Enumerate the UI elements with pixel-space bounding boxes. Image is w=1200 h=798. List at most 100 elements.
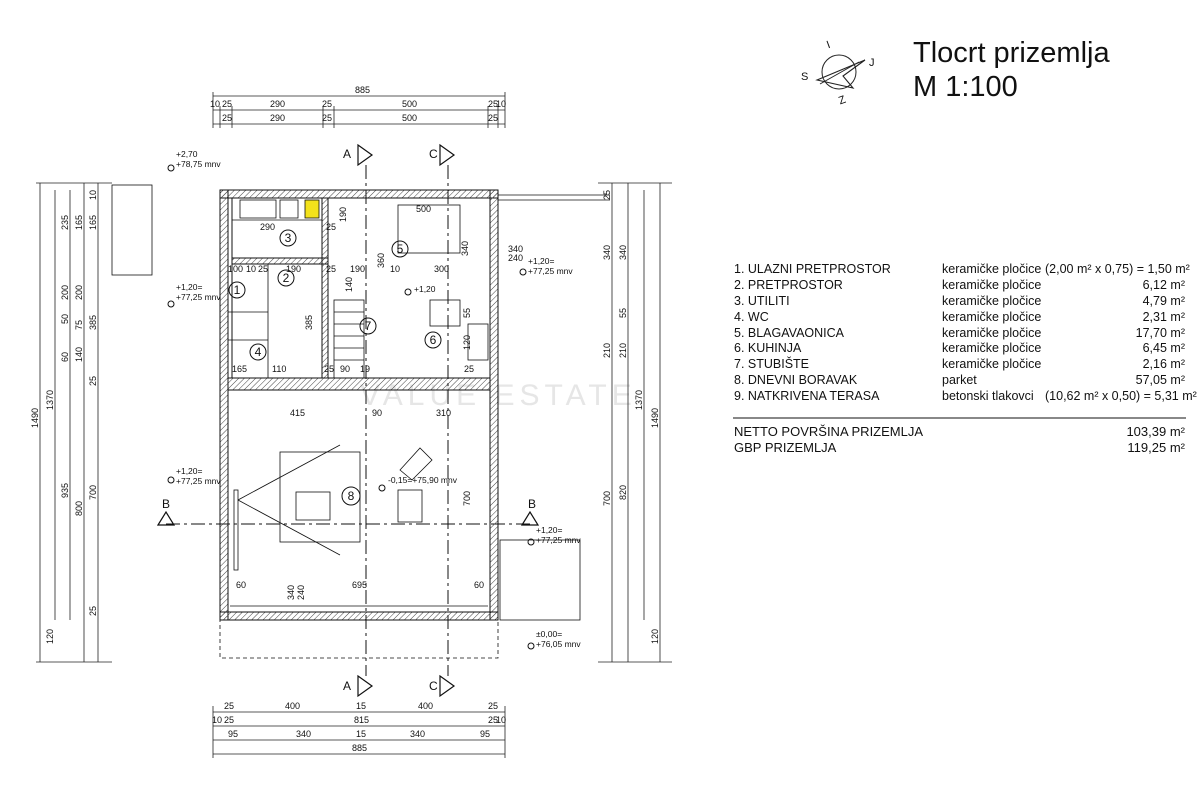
right-dim: 210 xyxy=(602,343,612,358)
top-dim: 10 xyxy=(496,99,506,109)
top-dim: 500 xyxy=(402,113,417,123)
level-label: +76,05 mnv xyxy=(536,639,581,649)
inner-dim: 120 xyxy=(462,335,472,350)
room-material: keramičke pločice xyxy=(942,277,1042,292)
compass-i: I xyxy=(825,39,832,51)
section-b-right: B xyxy=(528,497,536,511)
top-dim: 25 xyxy=(322,99,332,109)
room-area: 2,16 m² xyxy=(1142,357,1185,372)
room-material: keramičke pločice xyxy=(942,293,1042,308)
netto-value: 103,39 m² xyxy=(1126,424,1185,439)
inner-dim: 240 xyxy=(296,585,306,600)
floor-plan: VALUE ESTATE 885 10 25 290 25 500 25 10 … xyxy=(30,85,672,758)
inner-dim: 340 xyxy=(460,241,470,256)
bottom-dim: 10 xyxy=(496,715,506,725)
inner-dim: 19 xyxy=(360,364,370,374)
inner-dim: 290 xyxy=(260,222,275,232)
right-dim: 820 xyxy=(618,485,628,500)
room-material: keramičke pločice xyxy=(942,357,1042,372)
top-dimensions xyxy=(212,92,506,128)
building-walls xyxy=(219,189,499,621)
bottom-dim: 25 xyxy=(488,701,498,711)
room-material: keramičke pločice xyxy=(942,309,1042,324)
section-markers xyxy=(156,143,540,698)
inner-dim: 60 xyxy=(474,580,484,590)
top-dim: 25 xyxy=(322,113,332,123)
right-dim: 1370 xyxy=(634,390,644,410)
room-material: betonski tlakovci xyxy=(942,389,1034,404)
bottom-dim: 95 xyxy=(228,729,238,739)
room-name: 5. BLAGAVAONICA xyxy=(734,325,844,340)
level-label: -0,15=+75,90 mnv xyxy=(388,475,458,485)
left-dim: 75 xyxy=(74,320,84,330)
left-dim: 200 xyxy=(74,285,84,300)
right-dimensions xyxy=(598,182,672,663)
drawing-title: Tlocrt prizemlja M 1:100 xyxy=(913,36,1110,104)
room-name: 9. NATKRIVENA TERASA xyxy=(734,389,880,404)
left-dim: 165 xyxy=(88,215,98,230)
compass-icon: S J I Z xyxy=(801,39,875,108)
bottom-dim: 815 xyxy=(354,715,369,725)
right-dim: 700 xyxy=(602,491,612,506)
drawing-scale: M 1:100 xyxy=(913,71,1018,103)
top-dim: 290 xyxy=(270,113,285,123)
room-material: keramičke pločice xyxy=(942,262,1042,276)
level-label: +1,20= xyxy=(176,466,203,476)
inner-dim: 415 xyxy=(290,408,305,418)
left-dim: 10 xyxy=(88,190,98,200)
inner-dim: 300 xyxy=(434,264,449,274)
compass-z: Z xyxy=(837,94,848,108)
level-label: +78,75 mnv xyxy=(176,159,221,169)
room-name: 7. STUBIŠTE xyxy=(734,357,810,372)
room-material: keramičke pločice xyxy=(942,341,1042,356)
top-dim: 500 xyxy=(402,99,417,109)
right-dim: 340 xyxy=(602,245,612,260)
inner-dim: 90 xyxy=(340,364,350,374)
left-dim: 25 xyxy=(88,376,98,386)
gbp-label: GBP PRIZEMLJA xyxy=(734,440,837,455)
room-name: 1. ULAZNI PRETPROSTOR xyxy=(734,262,891,276)
left-dim: 50 xyxy=(60,314,70,324)
inner-dim: 10 xyxy=(246,264,256,274)
netto-label: NETTO POVRŠINA PRIZEMLJA xyxy=(734,424,924,439)
room-names-column: 1. ULAZNI PRETPROSTOR 2. PRETPROSTOR 3. … xyxy=(734,262,891,405)
interior-lines xyxy=(111,184,610,659)
room-area: 2,31 m² xyxy=(1142,309,1185,324)
left-dim: 935 xyxy=(60,483,70,498)
level-label: +2,70 xyxy=(176,149,198,159)
level-label: +1,20= xyxy=(176,282,203,292)
inner-dim: 25 xyxy=(326,264,336,274)
left-dim: 120 xyxy=(45,629,55,644)
level-label: +77,25 mnv xyxy=(176,476,221,486)
bottom-dim: 400 xyxy=(285,701,300,711)
bottom-dim-total: 885 xyxy=(352,743,367,753)
table-divider xyxy=(733,417,1186,419)
room-name: 8. DNEVNI BORAVAK xyxy=(734,373,858,388)
inner-dim: 25 xyxy=(326,222,336,232)
bottom-dim: 25 xyxy=(224,701,234,711)
bottom-dim: 10 xyxy=(212,715,222,725)
room-area: 6,45 m² xyxy=(1142,341,1185,356)
level-label: +1,20= xyxy=(536,525,563,535)
top-dim: 25 xyxy=(222,113,232,123)
inner-dim: 385 xyxy=(304,315,314,330)
inner-dim: 310 xyxy=(436,408,451,418)
inner-dim: 25 xyxy=(464,364,474,374)
bottom-dim: 95 xyxy=(480,729,490,739)
totals-labels: NETTO POVRŠINA PRIZEMLJA GBP PRIZEMLJA xyxy=(734,424,923,456)
level-label: +1,20= xyxy=(528,256,555,266)
left-dim: 140 xyxy=(74,347,84,362)
room-area: 6,12 m² xyxy=(1142,277,1185,292)
room-name: 4. WC xyxy=(734,309,769,324)
bottom-dim: 25 xyxy=(488,715,498,725)
room-number: 8 xyxy=(348,489,355,503)
right-dim: 55 xyxy=(618,308,628,318)
inner-dim: 695 xyxy=(352,580,367,590)
bottom-dim: 340 xyxy=(296,729,311,739)
inner-dim: 190 xyxy=(286,264,301,274)
room-number: 6 xyxy=(430,333,437,347)
room-number: 4 xyxy=(255,345,262,359)
section-a-top: A xyxy=(343,147,351,161)
inner-dim: 140 xyxy=(344,277,354,292)
room-materials-column: keramičke pločice keramičke pločice kera… xyxy=(942,262,1041,405)
